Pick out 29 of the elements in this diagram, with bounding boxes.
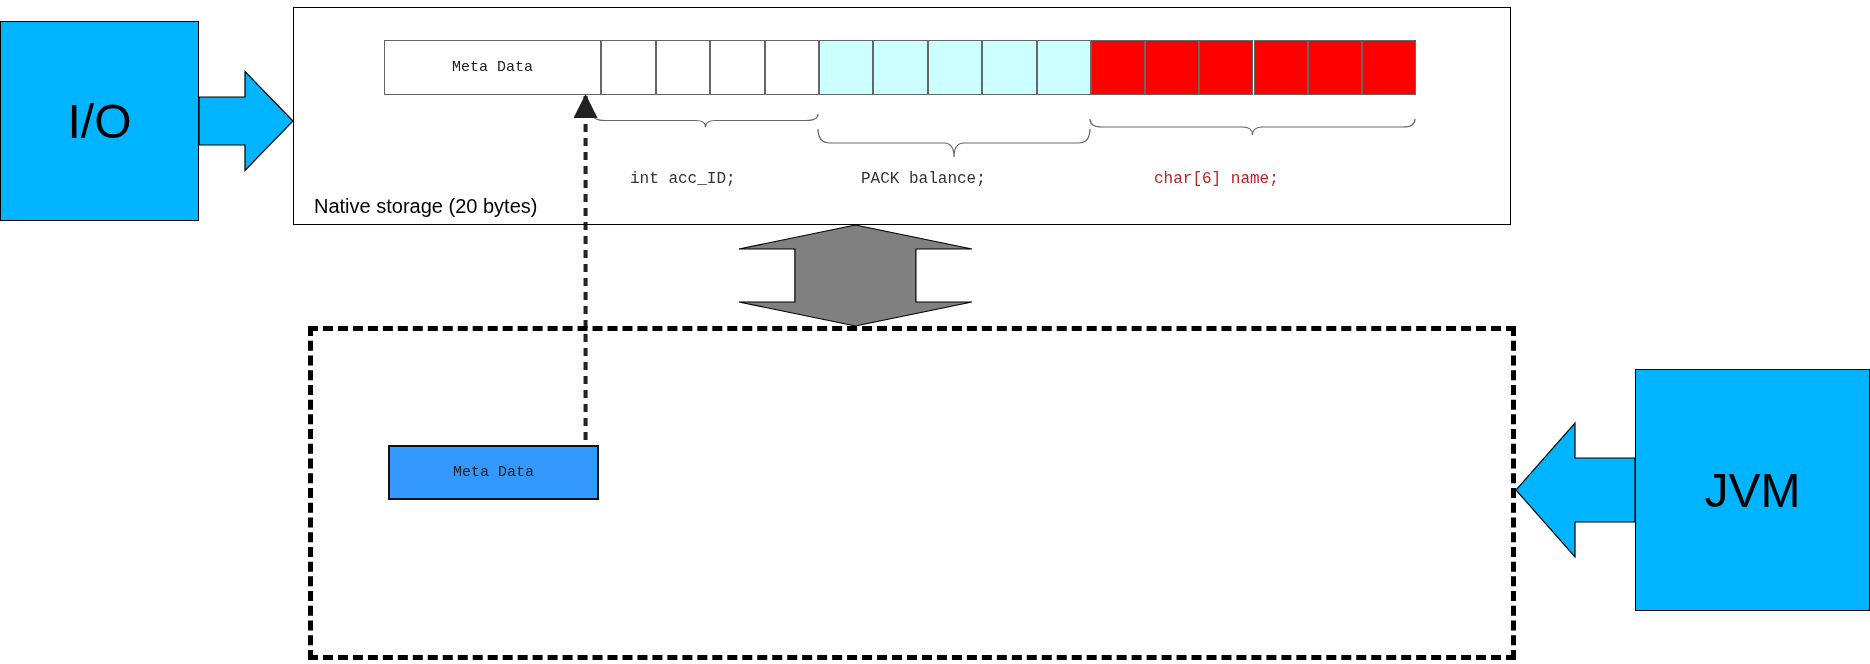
panel-title: Native storage (20 bytes) [314, 195, 538, 218]
memory-block: Meta Data [388, 445, 599, 500]
block-arrow [1515, 421, 1636, 559]
block-arrow-body: I/O [0, 21, 199, 221]
block-arrow [738, 224, 973, 327]
storage-panel [293, 7, 1511, 225]
memory-cell [927, 40, 983, 95]
memory-cell [1036, 40, 1091, 95]
memory-cell [764, 40, 819, 95]
arrow [573, 94, 598, 440]
field-label: char[6] name; [1154, 170, 1279, 188]
block-arrow [198, 70, 294, 172]
memory-cell: Meta Data [384, 40, 601, 95]
block-arrow-body: JVM [1635, 369, 1870, 611]
field-label: PACK balance; [861, 170, 986, 188]
memory-cell [1199, 40, 1254, 95]
field-label: int acc_ID; [630, 170, 736, 188]
memory-cell [601, 40, 656, 95]
memory-cell [873, 40, 928, 95]
memory-cell [655, 40, 710, 95]
memory-cell [1145, 40, 1200, 95]
memory-cell [1361, 40, 1416, 95]
memory-cell [819, 40, 874, 95]
memory-cell [710, 40, 765, 95]
memory-cell [1253, 40, 1308, 95]
dashed-region [308, 326, 1516, 660]
memory-cell [1307, 40, 1362, 95]
memory-cell [1091, 40, 1146, 95]
memory-cell [982, 40, 1037, 95]
